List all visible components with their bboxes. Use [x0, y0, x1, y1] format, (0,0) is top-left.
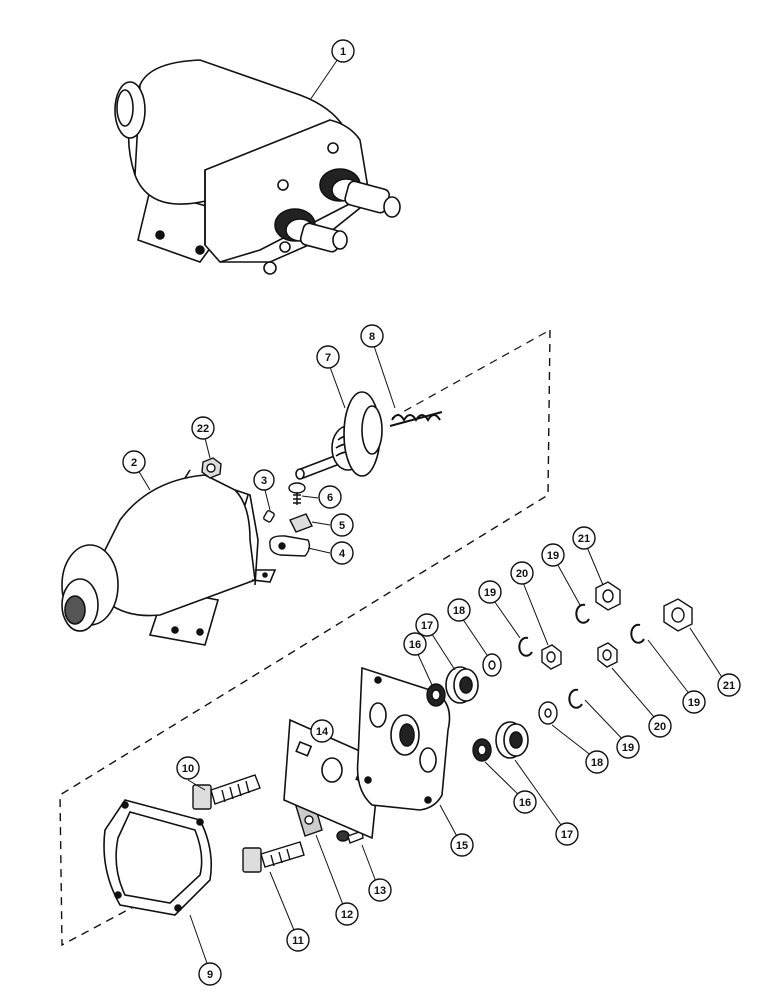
callout-label: 18	[591, 757, 603, 769]
callout-label: 5	[339, 520, 345, 532]
callout-label: 13	[374, 885, 386, 897]
callout-label: 12	[341, 909, 353, 921]
callout-21a: 21	[572, 526, 596, 550]
callout-label: 14	[316, 726, 329, 738]
callout-label: 16	[409, 639, 421, 651]
callout-label: 20	[654, 721, 666, 733]
callout-label: 19	[622, 742, 634, 754]
callout-18b: 18	[585, 750, 609, 774]
callout-label: 17	[561, 829, 573, 841]
callout-label: 22	[197, 423, 209, 435]
callout-label: 10	[182, 763, 194, 775]
washers	[426, 683, 492, 762]
callout-5: 5	[330, 513, 354, 537]
solenoid-housing	[61, 469, 277, 646]
dashed-guide-line	[391, 329, 551, 419]
callout-19c: 19	[616, 735, 640, 759]
callout-19d: 19	[682, 690, 706, 714]
callout-18a: 18	[447, 598, 471, 622]
small-screw	[336, 830, 364, 844]
callout-label: 20	[516, 568, 528, 580]
callout-20b: 20	[648, 714, 672, 738]
bushings	[445, 666, 529, 759]
gasket	[103, 799, 213, 916]
callout-label: 8	[369, 331, 375, 343]
callout-label: 15	[456, 840, 468, 852]
callout-10: 10	[176, 756, 200, 780]
callout-16b: 16	[513, 790, 537, 814]
callout-19a: 19	[478, 580, 502, 604]
callout-label: 11	[292, 935, 304, 947]
callout-12: 12	[335, 902, 359, 926]
callout-label: 21	[723, 680, 735, 692]
callout-label: 7	[325, 352, 331, 364]
callout-label: 4	[339, 548, 346, 560]
lock-washers	[518, 603, 645, 709]
callout-label: 21	[578, 533, 590, 545]
callout-label: 9	[207, 969, 213, 981]
callout-label: 18	[453, 605, 465, 617]
callout-2: 2	[122, 450, 146, 474]
callout-17a: 17	[415, 613, 439, 637]
callout-7: 7	[316, 345, 340, 369]
callout-4: 4	[330, 541, 354, 565]
callout-label: 19	[484, 587, 496, 599]
callout-label: 19	[547, 550, 559, 562]
callout-label: 2	[131, 457, 137, 469]
callout-1: 1	[331, 39, 355, 63]
dashed-assembly-outline	[59, 329, 551, 947]
callout-22: 22	[191, 416, 215, 440]
spring	[389, 411, 443, 427]
plunger-and-disc	[295, 391, 383, 480]
callout-21b: 21	[717, 673, 741, 697]
callout-label: 17	[421, 620, 433, 632]
callout-3: 3	[253, 469, 275, 491]
terminal-plate	[356, 666, 451, 811]
terminal-bolts	[192, 774, 305, 873]
callout-6: 6	[318, 485, 342, 509]
flat-washers	[482, 653, 558, 725]
nuts-large	[595, 581, 693, 632]
callout-11: 11	[286, 928, 310, 952]
callout-17b: 17	[555, 822, 579, 846]
callout-8: 8	[360, 324, 384, 348]
callout-19b: 19	[541, 543, 565, 567]
callout-label: 1	[340, 46, 346, 58]
callout-13: 13	[368, 878, 392, 902]
small-hardware	[201, 457, 313, 557]
callout-9: 9	[198, 962, 222, 986]
callout-label: 3	[261, 475, 267, 487]
callout-20a: 20	[510, 561, 534, 585]
callout-label: 16	[519, 797, 531, 809]
assembled-solenoid	[114, 59, 401, 275]
nuts-small	[541, 642, 618, 670]
callout-15: 15	[450, 833, 474, 857]
callout-14: 14	[310, 719, 334, 743]
callout-16a: 16	[403, 632, 427, 656]
callout-label: 19	[688, 697, 700, 709]
callout-label: 6	[327, 492, 333, 504]
